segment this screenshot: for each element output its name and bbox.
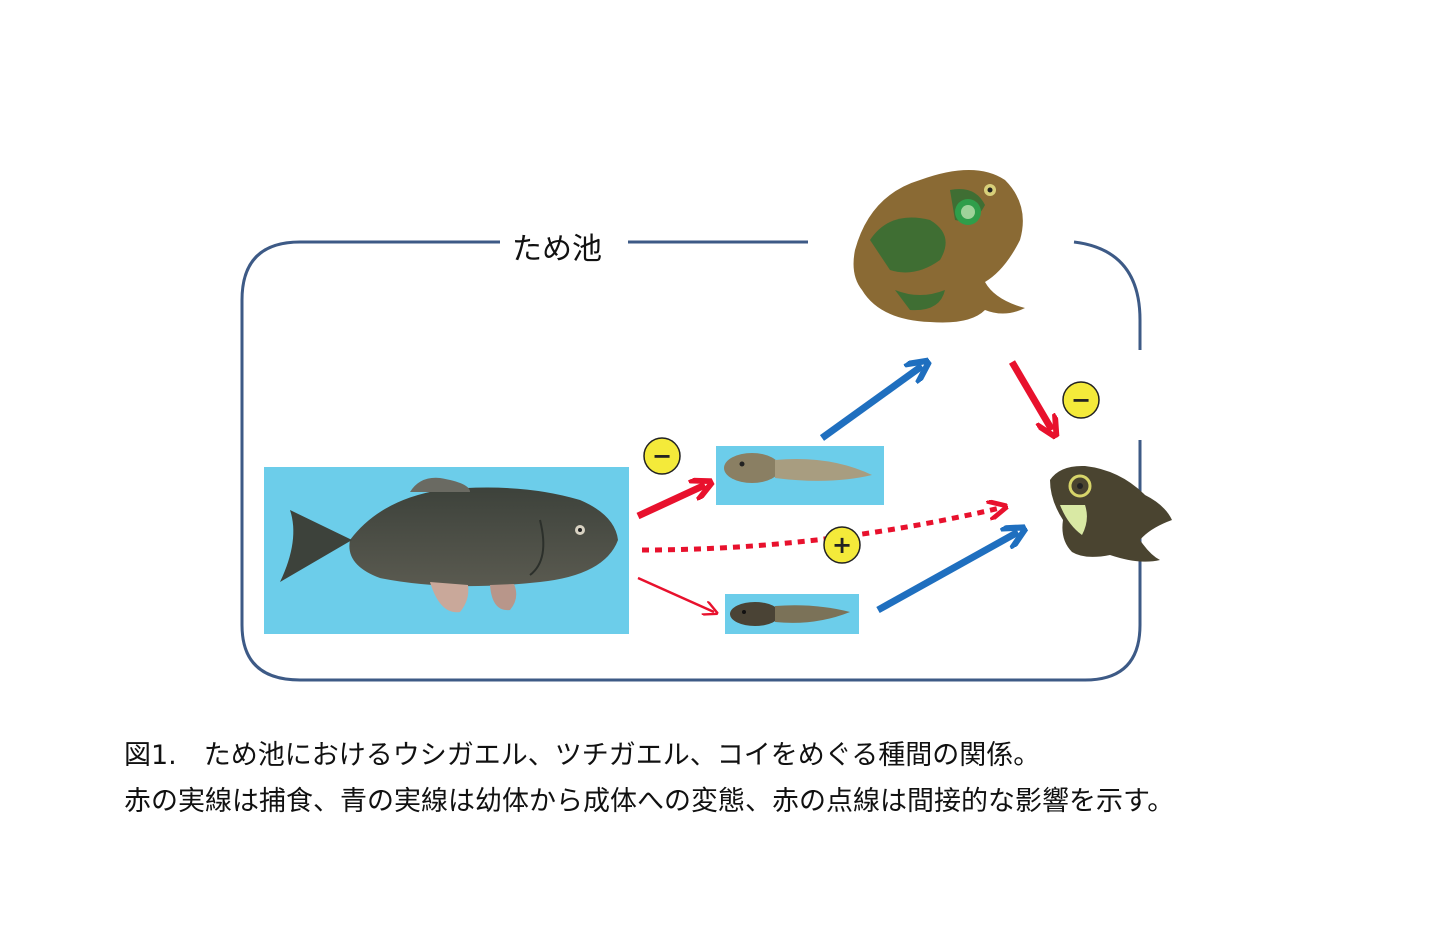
pond-frame — [240, 240, 1142, 682]
plus-badge-indirect-effect: + — [823, 526, 861, 564]
bullfrog-tadpole-icon — [716, 446, 884, 505]
metamorphosis-arrow-tsuchigaeru-tadpole-to-adult — [876, 532, 1018, 614]
pond-label: ため池 — [512, 232, 602, 267]
tsuchigaeru-tadpole-icon — [725, 594, 859, 634]
bullfrog-icon — [853, 170, 1025, 323]
svg-text:−: − — [1071, 386, 1091, 414]
metamorphosis-arrow-bullfrog-tadpole-to-adult — [819, 366, 922, 441]
minus-badge-bullfrog-predation: − — [1062, 381, 1100, 419]
predation-arrow-bullfrog-to-tsuchigaeru — [1008, 360, 1052, 430]
svg-text:+: + — [832, 531, 852, 559]
figure-caption: 図1. ため池におけるウシガエル、ツチガエル、コイをめぐる種間の関係。 赤の実線… — [124, 733, 1424, 825]
carp-icon — [264, 467, 629, 634]
minus-badge-carp-predation: − — [643, 437, 681, 475]
predation-arrow-carp-to-bullfrog-tadpole — [636, 485, 705, 520]
svg-text:−: − — [652, 442, 672, 470]
predation-arrow-carp-to-tsuchigaeru-tadpole — [637, 576, 714, 612]
caption-line-2: 赤の実線は捕食、青の実線は幼体から成体への変態、赤の点線は間接的な影響を示す。 — [124, 786, 1175, 817]
tsuchigaeru-frog-icon — [1050, 465, 1172, 562]
caption-line-1: 図1. ため池におけるウシガエル、ツチガエル、コイをめぐる種間の関係。 — [124, 740, 1041, 771]
indirect-effect-arrow-carp-to-tsuchigaeru — [641, 508, 1000, 553]
arrows — [636, 360, 1052, 614]
